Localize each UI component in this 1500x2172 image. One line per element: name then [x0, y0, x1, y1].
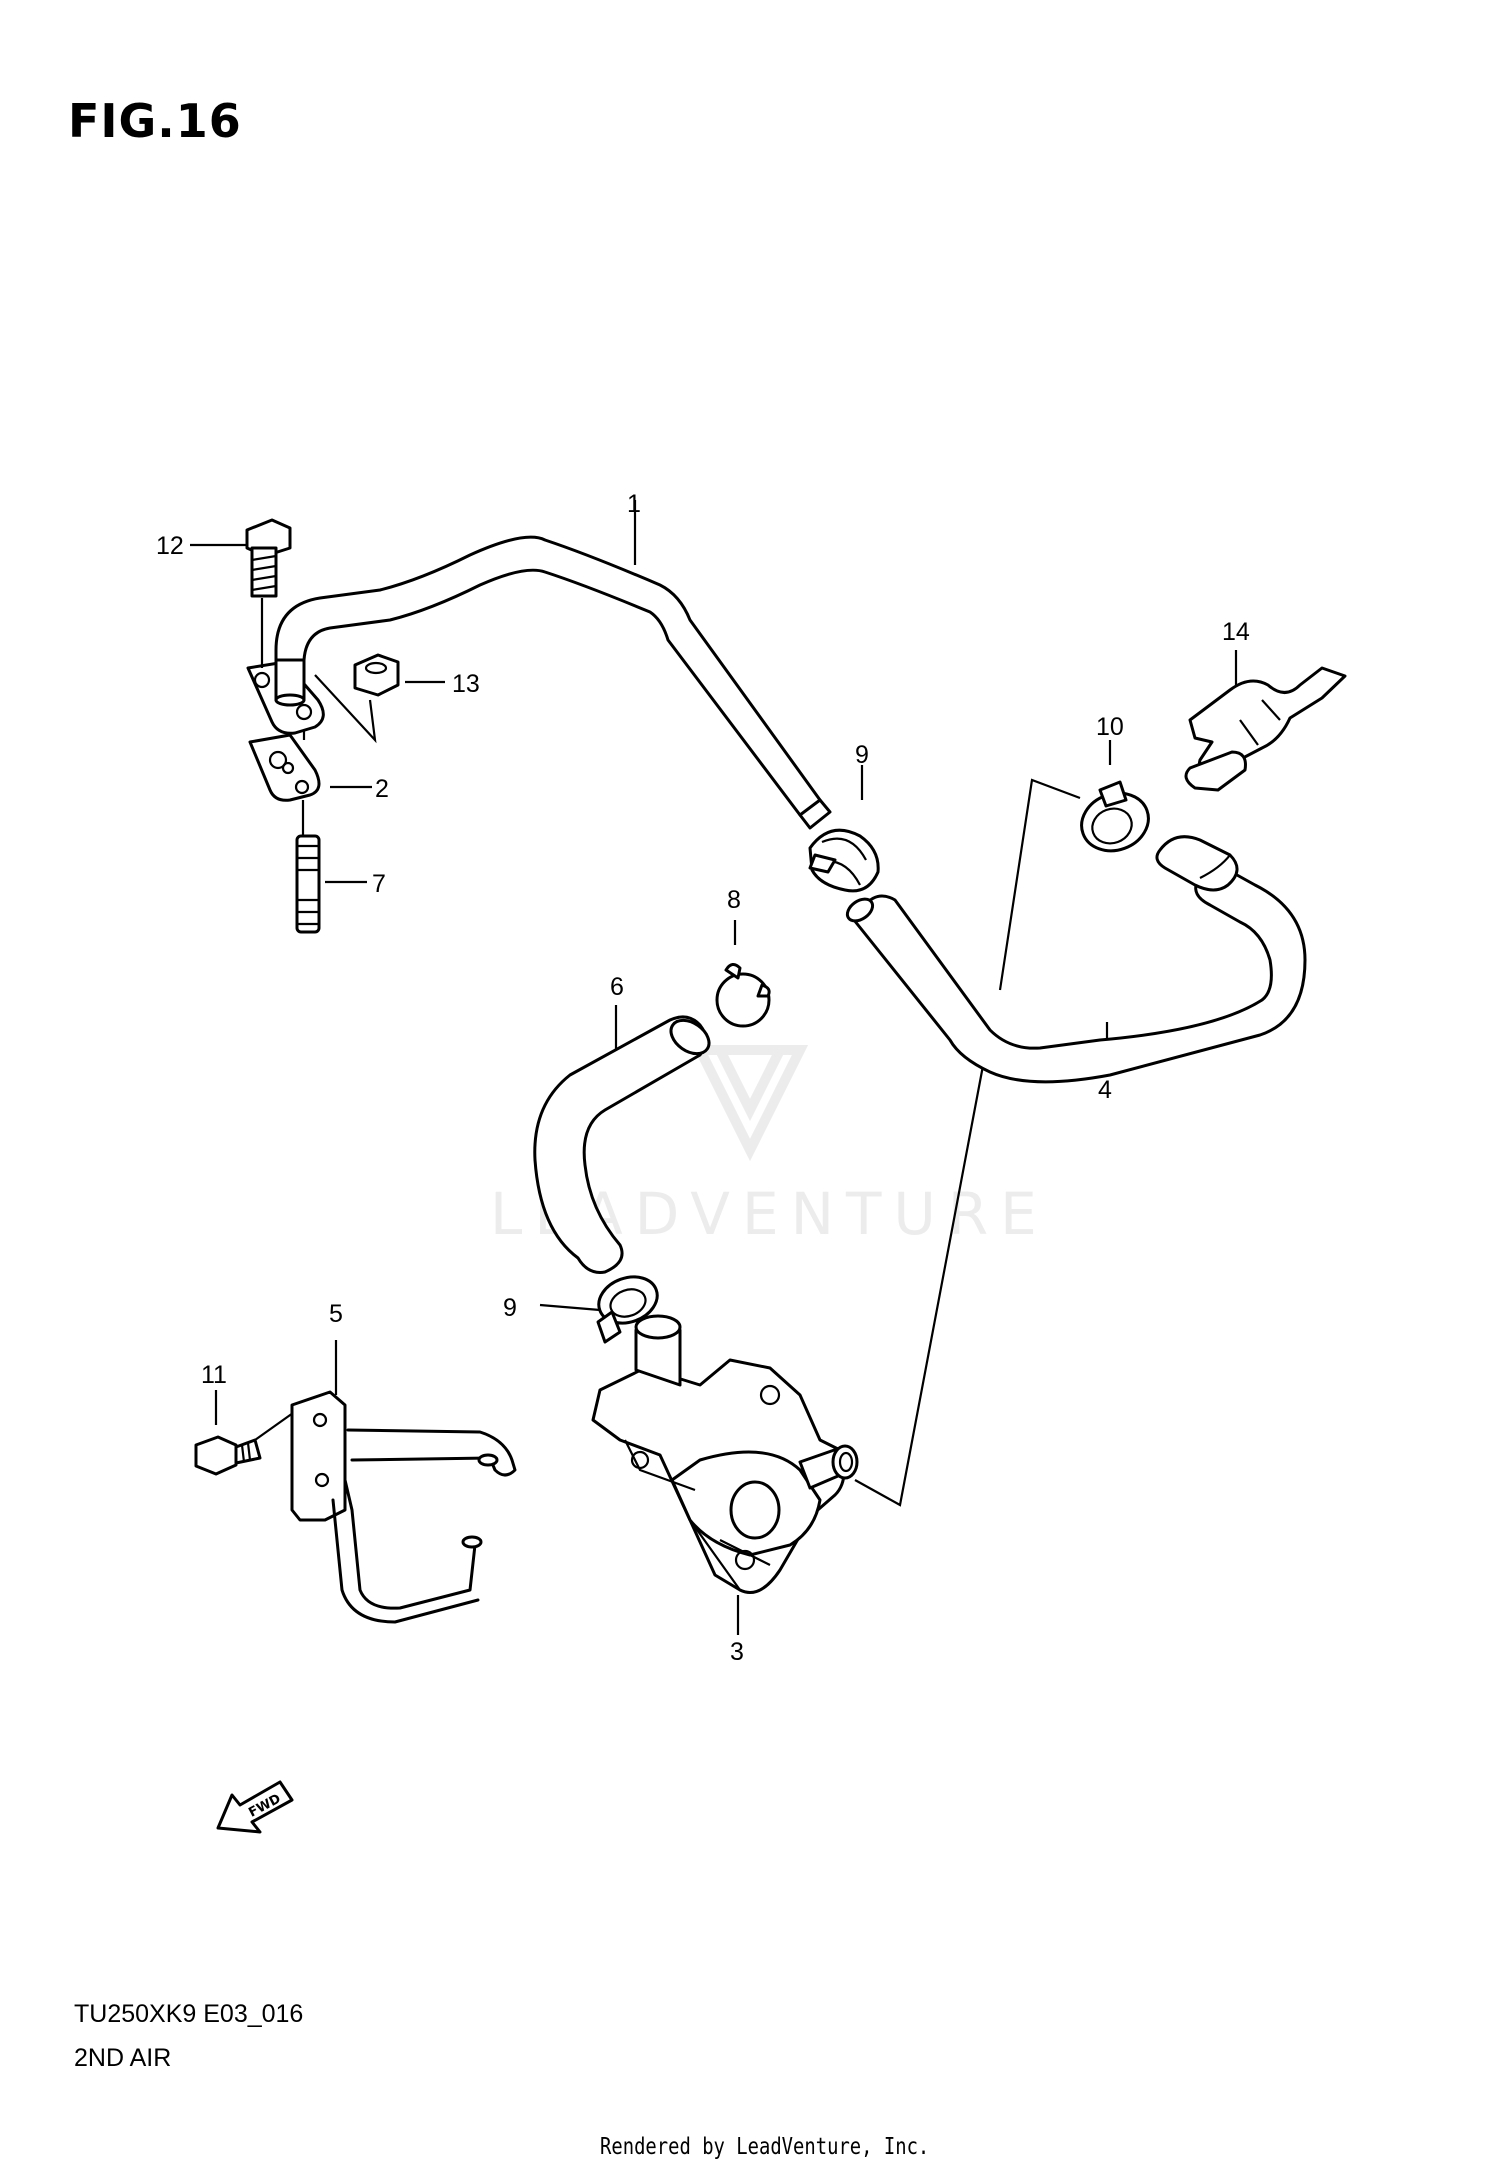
part-8-seal[interactable]: [715, 963, 771, 1028]
callout-10: 10: [1096, 713, 1124, 741]
part-13-nut[interactable]: [353, 653, 400, 697]
callout-1: 1: [627, 490, 641, 518]
part-12-bolt[interactable]: [245, 518, 292, 598]
leader-lines: [190, 500, 1238, 1635]
part-5-bracket[interactable]: [290, 1390, 517, 1624]
callout-13: 13: [452, 670, 480, 698]
part-7-stud[interactable]: [295, 834, 321, 934]
callout-12: 12: [156, 532, 184, 560]
part-9-clamp-lower[interactable]: [592, 1269, 663, 1344]
model-code: TU250XK9 E03_016: [74, 2000, 304, 2028]
part-1-pipe[interactable]: [274, 535, 832, 830]
callout-4: 4: [1098, 1076, 1112, 1104]
callout-5: 5: [329, 1300, 343, 1328]
figure-title: FIG.16: [68, 94, 242, 148]
callout-14: 14: [1222, 618, 1250, 646]
part-4-hose[interactable]: [843, 835, 1307, 1084]
callout-2: 2: [375, 775, 389, 803]
callout-7: 7: [372, 870, 386, 898]
fwd-arrow-icon: FWD: [216, 1780, 294, 1834]
section-name: 2ND AIR: [74, 2044, 172, 2072]
part-11-bolt[interactable]: [194, 1435, 262, 1476]
part-10-clamp[interactable]: [1073, 780, 1156, 860]
callout-labels: 1 2 3 4 5 6 7 8 9 9 10 11 12 13 14: [156, 490, 1250, 1666]
render-credit: Rendered by LeadVenture, Inc.: [600, 2134, 930, 2160]
callout-3: 3: [730, 1638, 744, 1666]
callout-9-upper: 9: [855, 741, 869, 769]
watermark-emblem: [691, 1045, 809, 1162]
callout-11: 11: [201, 1361, 227, 1389]
part-6-hose[interactable]: [533, 1013, 715, 1274]
part-9-clamp-upper[interactable]: [808, 828, 880, 893]
callout-8: 8: [727, 886, 741, 914]
part-3-valve[interactable]: [591, 1314, 859, 1594]
part-2-gasket[interactable]: [248, 733, 321, 802]
callout-6: 6: [610, 973, 624, 1001]
callout-9-lower: 9: [503, 1294, 517, 1322]
part-14-holder[interactable]: [1184, 666, 1347, 792]
part-1-flange: [246, 658, 325, 735]
